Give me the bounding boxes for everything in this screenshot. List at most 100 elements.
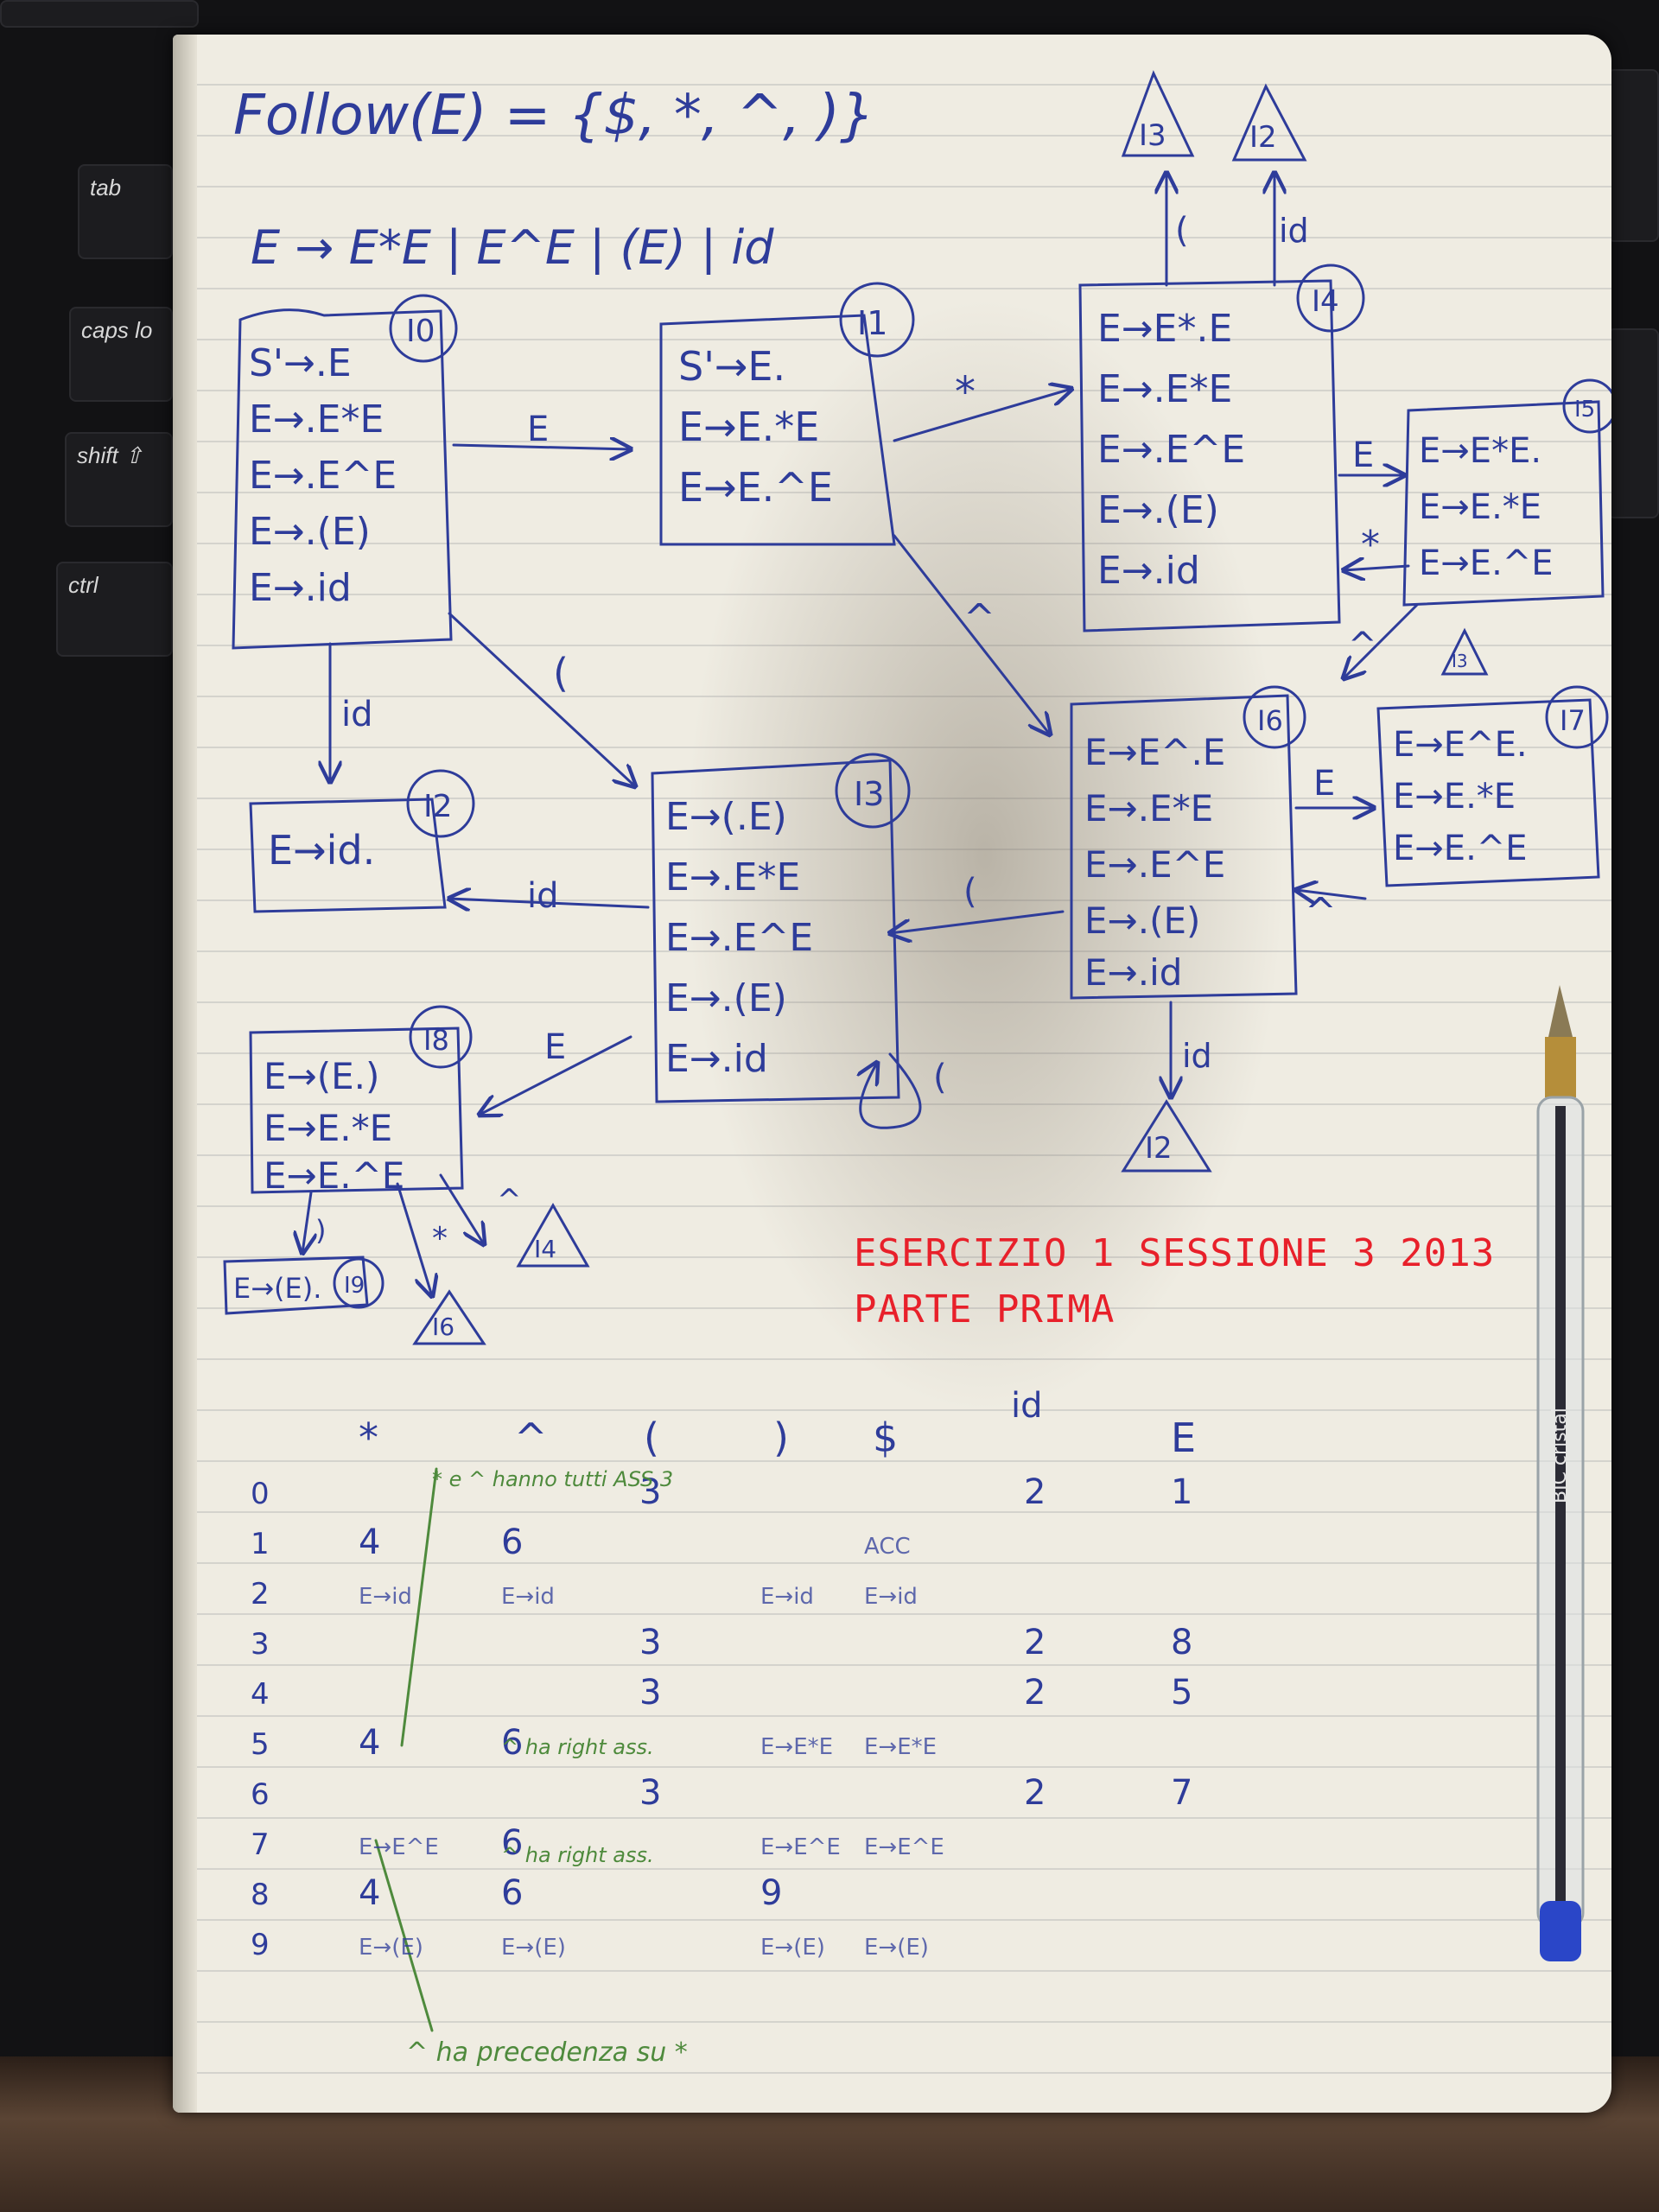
key-function-row	[0, 0, 199, 28]
table-cell: 4	[359, 1873, 380, 1913]
edge-label: (	[963, 872, 977, 912]
table-cell: 2	[1024, 1673, 1046, 1713]
key-right-edge	[1607, 69, 1659, 242]
edge-label: E	[544, 1027, 566, 1067]
table-cell: E→E*E	[864, 1734, 937, 1760]
table-cell: 7	[1171, 1773, 1192, 1813]
table-header: *	[359, 1414, 378, 1461]
item: E→E.^E	[1393, 829, 1528, 868]
item: E→.(E)	[1084, 899, 1200, 942]
table-row-state: 7	[251, 1827, 270, 1862]
edge-label: )	[315, 1214, 326, 1247]
table-cell: 2	[1024, 1773, 1046, 1813]
table-header: $	[873, 1414, 898, 1461]
table-header: ^	[514, 1414, 548, 1461]
item: E→(E).	[233, 1272, 321, 1305]
state-label-I8: I8	[423, 1024, 449, 1057]
item: E→E*.E	[1097, 307, 1232, 351]
triangle-label: I4	[534, 1235, 556, 1263]
table-row-state: 8	[251, 1878, 270, 1912]
table-cell: 6	[501, 1823, 523, 1863]
table-cell: 1	[1171, 1472, 1192, 1512]
triangle-label: I6	[432, 1313, 454, 1341]
table-cell: E→id	[501, 1584, 555, 1610]
state-box-I8	[249, 1027, 464, 1194]
edge-label: ^	[963, 596, 995, 640]
table-cell: 3	[639, 1472, 661, 1512]
item: E→.E*E	[1097, 367, 1232, 411]
ballpoint-pen: BIC cristal	[1536, 985, 1585, 1961]
item: E→.(E)	[665, 976, 787, 1020]
edge-label: ^	[1348, 626, 1377, 665]
key-label: shift ⇧	[77, 442, 143, 468]
item: E→.E^E	[665, 916, 813, 960]
caption-line-1: ESERCIZIO 1 SESSIONE 3 2013	[854, 1231, 1496, 1275]
table-cell: 6	[501, 1873, 523, 1913]
item: E→id.	[268, 827, 375, 874]
edge-label: ^	[497, 1183, 522, 1217]
edge-label: (	[1175, 211, 1189, 251]
item: E→E*E.	[1419, 431, 1541, 471]
item: E→E.*E	[264, 1107, 392, 1149]
state-label-I5: I5	[1574, 397, 1595, 423]
state-box-I4	[1078, 279, 1341, 632]
table-cell: 4	[359, 1723, 380, 1763]
green-annotation: * e ^ hanno tutti ASS 3	[432, 1467, 673, 1491]
table-header: id	[1011, 1386, 1043, 1426]
table-cell: E→E*E	[760, 1734, 833, 1760]
edge-label: id	[1279, 212, 1309, 250]
table-cell: E→id	[760, 1584, 814, 1610]
caption-line-2: PARTE PRIMA	[854, 1287, 1116, 1332]
green-annotation: ^ ha right ass.	[501, 1843, 654, 1867]
key-shift: shift ⇧	[65, 432, 173, 527]
item: E→.id	[1097, 549, 1200, 593]
edge-label: *	[955, 368, 976, 416]
item: E→.E^E	[1084, 843, 1225, 886]
triangle-label: I3	[1452, 651, 1468, 671]
triangle-label: I2	[1249, 120, 1277, 155]
table-row-state: 1	[251, 1527, 270, 1561]
item: E→(.E)	[665, 795, 787, 839]
item: E→.E^E	[1097, 428, 1245, 472]
table-row-state: 9	[251, 1928, 270, 1962]
item: E→E.*E	[678, 404, 819, 450]
table-cell: 5	[1171, 1673, 1192, 1713]
state-box-I6	[1070, 694, 1298, 1000]
item: S'→E.	[678, 343, 785, 390]
key-ctrl: ctrl	[56, 562, 173, 657]
key-label: tab	[90, 175, 122, 200]
pen-brand-label: BIC cristal	[1549, 1408, 1571, 1503]
state-label-I3: I3	[854, 775, 884, 813]
grammar-line: E → E*E | E^E | (E) | id	[251, 220, 774, 275]
table-row-state: 0	[251, 1477, 270, 1511]
follow-set-line: Follow(E) = {$, *, ^, )}	[233, 84, 875, 148]
state-label-I6: I6	[1257, 704, 1283, 737]
state-label-I1: I1	[857, 304, 887, 342]
state-box-I7	[1376, 698, 1600, 887]
key-right-edge	[1607, 328, 1659, 518]
item: S'→.E	[249, 341, 352, 385]
key-tab: tab	[78, 164, 173, 259]
item: E→E.*E	[1393, 777, 1516, 817]
state-box-I2	[249, 798, 447, 913]
item: E→E^E.	[1393, 725, 1528, 765]
state-label-I2: I2	[423, 789, 453, 824]
item: E→(E.)	[264, 1055, 379, 1097]
handwritten-lr-automaton: Follow(E) = {$, *, ^, )} E → E*E | E^E |…	[223, 70, 1611, 2032]
item: E→.id	[1084, 951, 1182, 994]
table-cell: 9	[760, 1873, 782, 1913]
item: E→E^.E	[1084, 731, 1225, 773]
notebook-page: Follow(E) = {$, *, ^, )} E → E*E | E^E |…	[173, 35, 1611, 2113]
table-row-state: 3	[251, 1627, 270, 1662]
table-cell: E→E^E	[359, 1834, 439, 1860]
table-cell: E→(E)	[864, 1935, 929, 1961]
table-cell: 4	[359, 1522, 380, 1562]
edge-label: *	[432, 1221, 448, 1256]
table-cell: 6	[501, 1723, 523, 1763]
edge-label: *	[1361, 523, 1380, 567]
key-label: caps lo	[81, 317, 153, 343]
item: E→E.*E	[1419, 487, 1541, 527]
edge-label: E	[1313, 764, 1335, 804]
item: E→E.^E	[1419, 543, 1554, 583]
